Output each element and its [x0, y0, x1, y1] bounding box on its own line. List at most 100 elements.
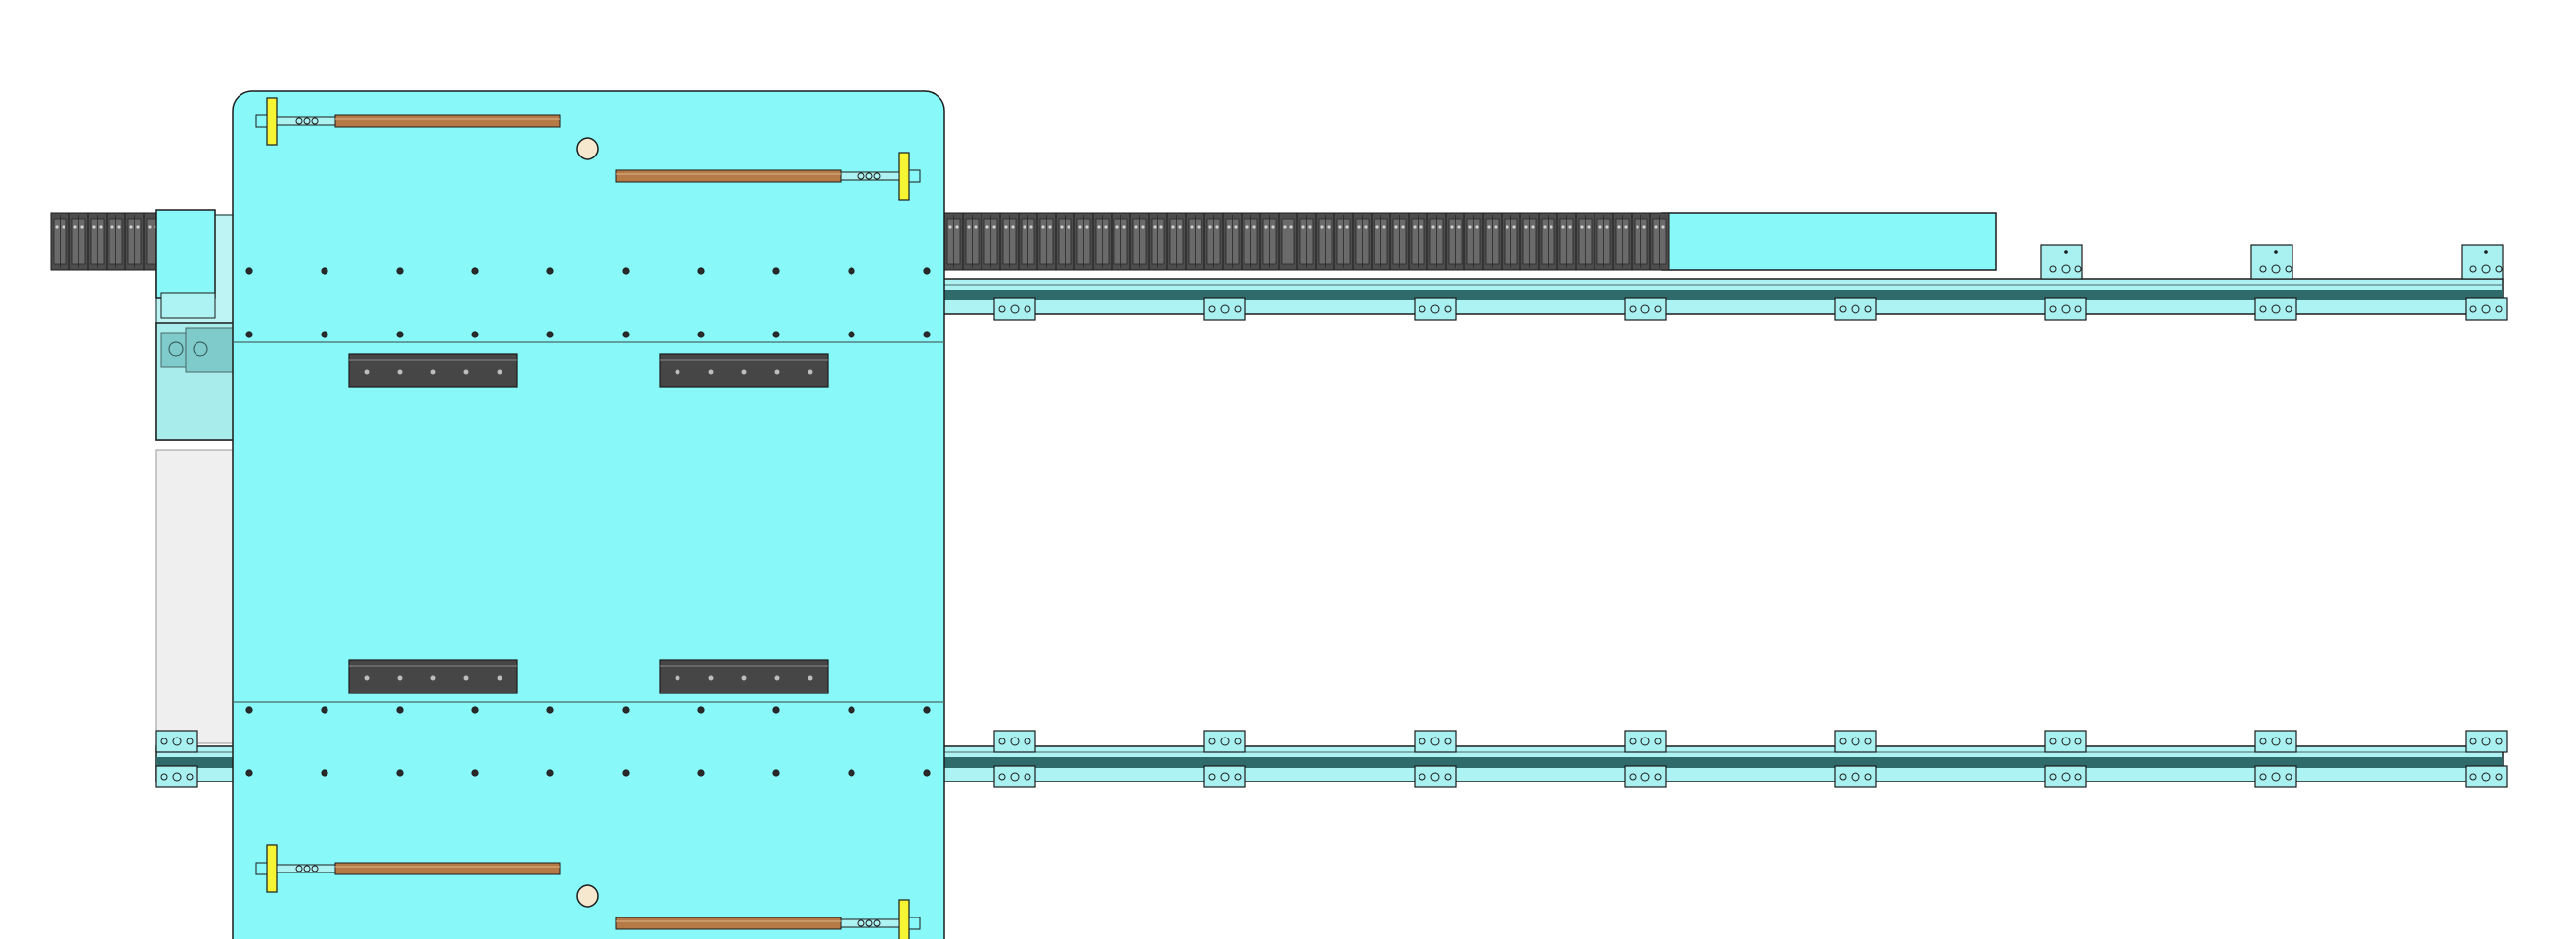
bolt-hole — [546, 267, 554, 275]
bolt-hole — [697, 769, 705, 777]
wood-bar — [615, 169, 842, 183]
cable-chain-link — [1296, 212, 1317, 271]
bolt-hole — [321, 706, 328, 714]
cable-chain-link — [1519, 212, 1540, 271]
gripper-pads — [348, 353, 829, 694]
bolt-hole — [848, 769, 855, 777]
cable-chain-link — [1556, 212, 1577, 271]
cable-chain-link — [1371, 212, 1391, 271]
cable-carrier-tray — [1661, 212, 1997, 271]
bolt-hole — [546, 706, 554, 714]
cable-chain-link — [1111, 212, 1131, 271]
cable-chain-link — [1649, 212, 1670, 271]
bolt-hole — [772, 769, 780, 777]
cable-chain-link — [1203, 212, 1224, 271]
cable-chain-link — [1036, 212, 1057, 271]
bolt-hole — [471, 267, 479, 275]
bolt-hole — [546, 769, 554, 777]
clamp-handle — [266, 844, 278, 893]
rail-upper-bracket — [2040, 244, 2083, 280]
bolt-hole — [622, 267, 630, 275]
bolt-hole — [396, 706, 404, 714]
cable-chain-link — [1278, 212, 1298, 271]
cable-chain-link — [1575, 212, 1595, 271]
cable-chain-link — [1241, 212, 1261, 271]
cable-chain-link — [1501, 212, 1521, 271]
bolt-hole — [772, 267, 780, 275]
gripper-pad — [348, 659, 518, 694]
bolt-hole — [923, 331, 931, 338]
rail-bracket — [2254, 730, 2297, 753]
top-linear-rail — [938, 278, 2504, 315]
cable-chain-link — [1222, 212, 1243, 271]
rail-bracket — [2044, 765, 2087, 788]
cable-chain-link — [1259, 212, 1280, 271]
bolt-hole — [848, 267, 855, 275]
cable-chain-link — [1538, 212, 1558, 271]
bolt-hole — [622, 706, 630, 714]
wood-bar — [615, 917, 842, 930]
bolt-hole — [396, 331, 404, 338]
bolt-hole — [471, 769, 479, 777]
bolt-hole — [245, 267, 253, 275]
rail-bracket — [993, 297, 1036, 321]
bolt-hole — [471, 706, 479, 714]
locating-pin-bottom — [576, 884, 599, 908]
clamp-assembly — [615, 899, 921, 939]
cable-chain-link — [1148, 212, 1168, 271]
bolt-hole — [245, 706, 253, 714]
rail-upper-bracket — [2461, 244, 2504, 280]
cable-chain-link — [1445, 212, 1465, 271]
cable-chain-link — [1315, 212, 1335, 271]
rail-bracket — [1414, 730, 1457, 753]
rail-bracket — [1834, 765, 1877, 788]
cable-chain-link — [87, 212, 108, 271]
locating-pin-top — [576, 137, 599, 160]
cable-chain-link — [1073, 212, 1094, 271]
carriage-plate — [232, 90, 945, 939]
cable-chain-link — [999, 212, 1020, 271]
bolt-hole — [471, 331, 479, 338]
cable-chain-link — [943, 212, 964, 271]
cable-chain-link — [1631, 212, 1651, 271]
clamp-handle — [266, 97, 278, 146]
bottom-rail-brackets — [155, 730, 2508, 788]
bolt-hole — [848, 706, 855, 714]
gripper-pad — [348, 353, 518, 388]
bolt-hole — [321, 769, 328, 777]
cable-chain-link — [1166, 212, 1187, 271]
bolt-hole — [245, 331, 253, 338]
rail-bracket — [1624, 297, 1667, 321]
bolt-hole — [923, 706, 931, 714]
rail-bracket — [2254, 297, 2297, 321]
gripper-pad — [659, 353, 829, 388]
bolt-hole — [396, 769, 404, 777]
bolt-hole — [923, 267, 931, 275]
wood-bar — [334, 114, 561, 128]
clamp-assembly — [615, 152, 921, 201]
clamp-assembly — [255, 844, 561, 893]
cable-chain-link — [1018, 212, 1038, 271]
carriage-bolt-holes — [245, 267, 931, 777]
cable-chain-link — [1426, 212, 1447, 271]
gripper-pad — [659, 659, 829, 694]
rail-bracket — [1203, 730, 1246, 753]
cable-chain-link — [962, 212, 982, 271]
clamp-assemblies — [255, 97, 921, 939]
rail-bracket — [2465, 297, 2508, 321]
rail-bracket — [1834, 297, 1877, 321]
clamp-handle — [898, 152, 910, 201]
rail-bracket — [1624, 765, 1667, 788]
cable-chain-link — [106, 212, 126, 271]
cable-chain-link — [50, 212, 70, 271]
left-side-panel — [155, 214, 236, 744]
bolt-hole — [772, 706, 780, 714]
cable-chain-link — [1463, 212, 1484, 271]
rail-bracket — [2465, 730, 2508, 753]
top-rail-brackets — [993, 244, 2508, 321]
rail-bracket — [1624, 730, 1667, 753]
cable-chain-link — [1612, 212, 1633, 271]
bolt-hole — [923, 769, 931, 777]
cable-chain-link — [1092, 212, 1113, 271]
